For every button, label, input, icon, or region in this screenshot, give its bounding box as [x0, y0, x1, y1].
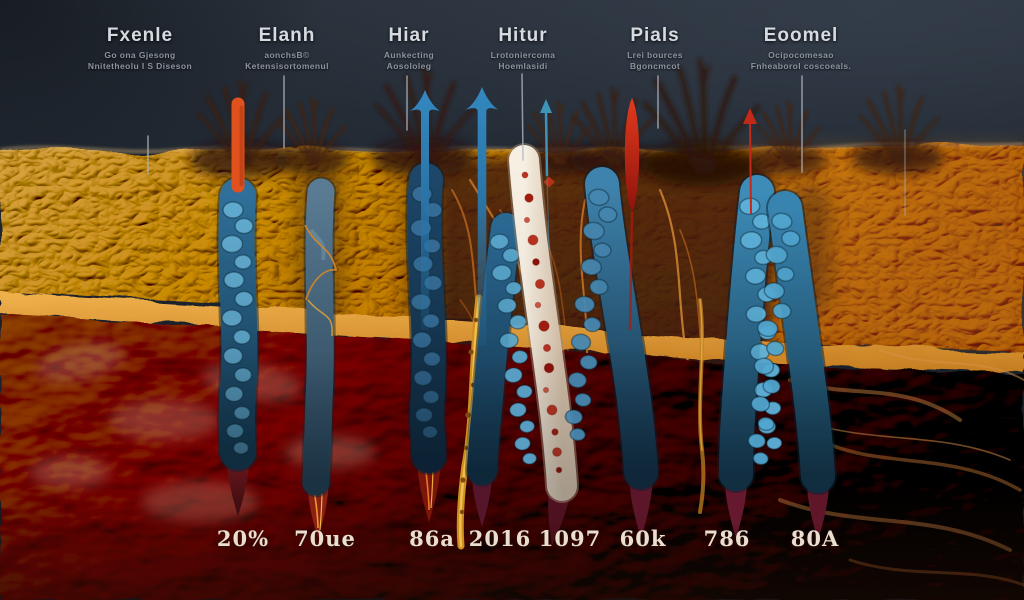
hair-follicle-c	[411, 180, 443, 522]
blood-vessel-white	[522, 160, 574, 548]
red-marker-blade	[624, 98, 640, 331]
hair-follicle-a	[222, 196, 254, 516]
pointer-lines	[147, 73, 906, 216]
small-teal-arrow	[540, 99, 552, 251]
orange-marker-stick	[231, 97, 245, 193]
hair-tufts	[190, 60, 944, 186]
thin-red-arrow	[743, 108, 757, 215]
hair-follicle-b	[305, 192, 338, 539]
